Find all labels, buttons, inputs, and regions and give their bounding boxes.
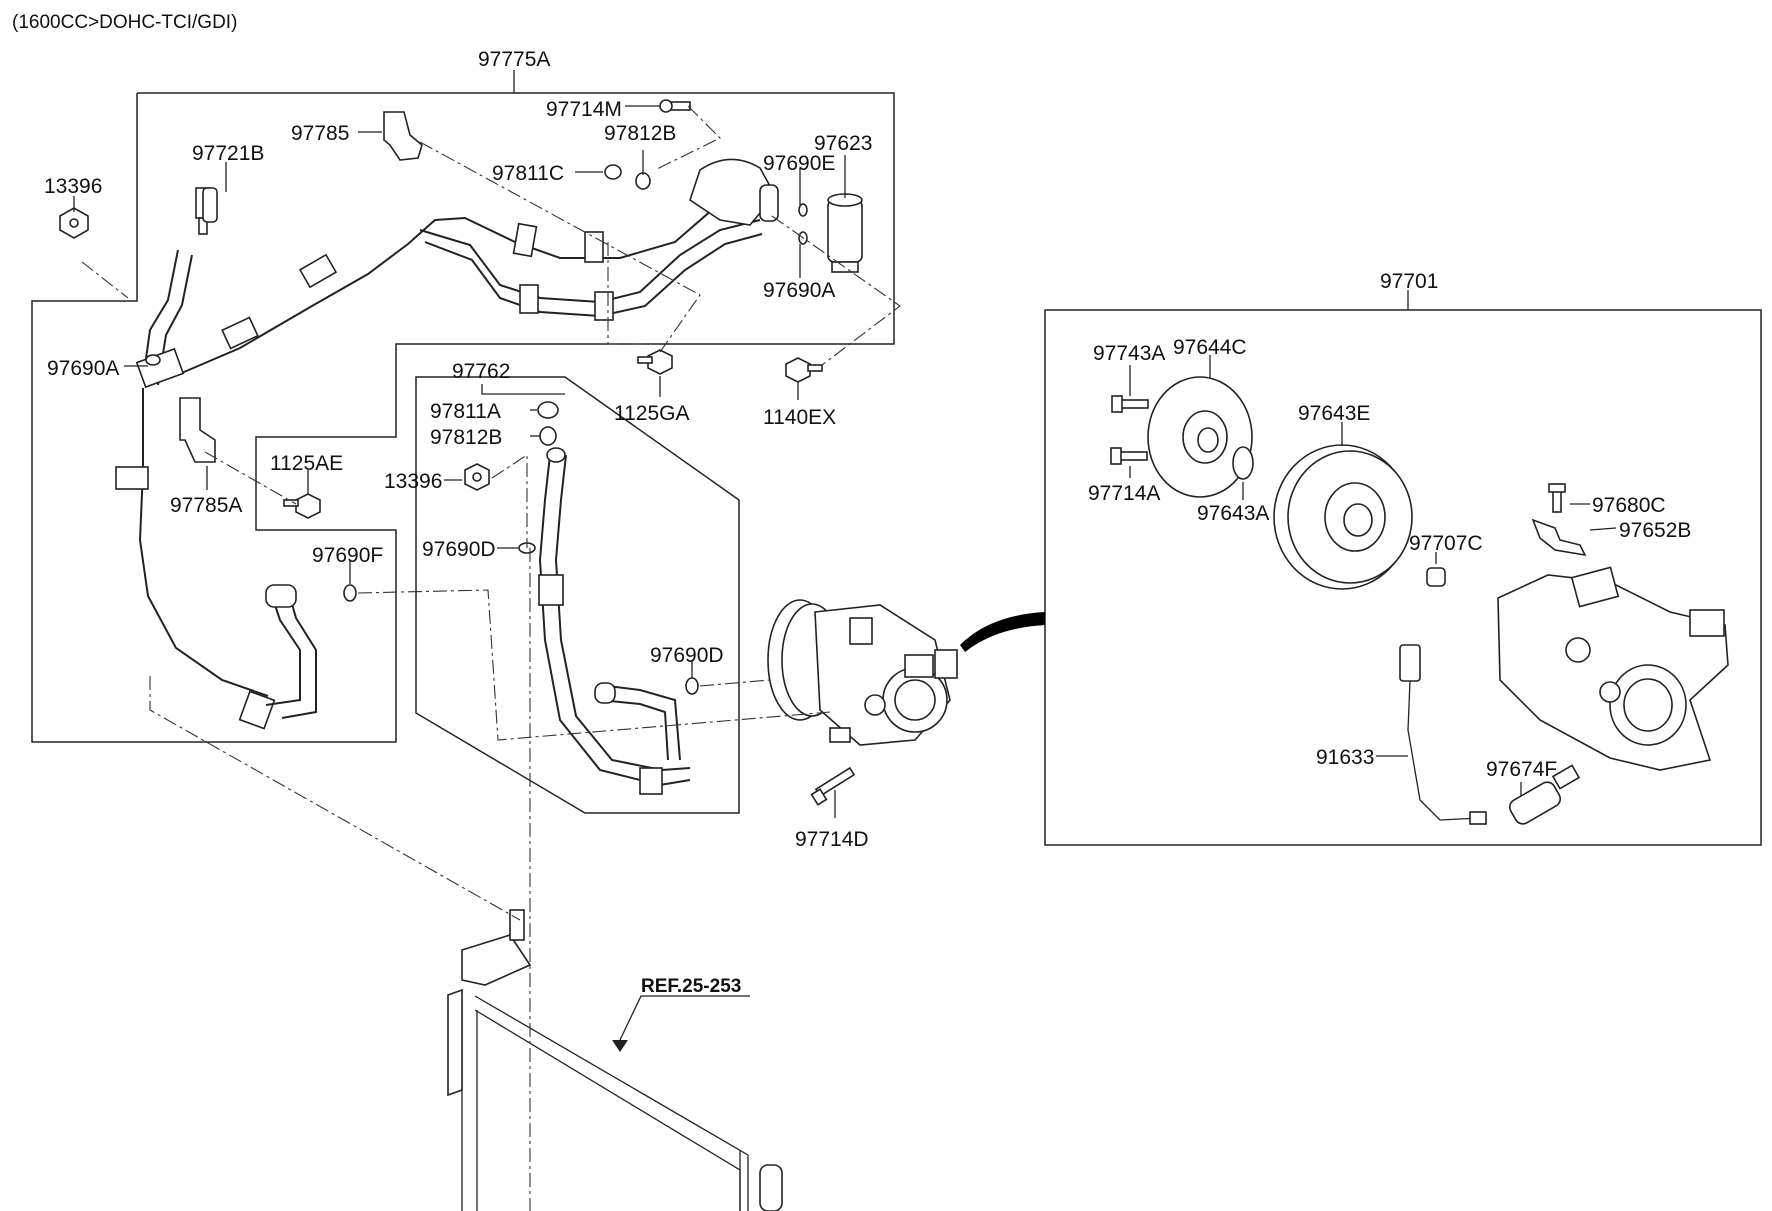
bolt-97743A <box>1111 395 1149 413</box>
label-97644C: 97644C <box>1173 336 1247 359</box>
sensor-97721B <box>202 187 218 223</box>
label-97690A-left: 97690A <box>47 357 119 380</box>
bushing-97707C <box>1426 567 1446 587</box>
bolt-97714M <box>659 99 691 113</box>
bolt-97680C <box>1548 483 1566 513</box>
washer-97812B-top <box>635 172 651 190</box>
label-97775A: 97775A <box>478 48 550 71</box>
bolt-97714D <box>810 766 856 806</box>
label-1140EX: 1140EX <box>763 406 836 429</box>
label-97714D: 97714D <box>795 828 869 851</box>
condenser <box>447 909 783 1211</box>
label-97812B-mid: 97812B <box>430 426 502 449</box>
leader-97762 <box>481 384 565 395</box>
bolt-97714A <box>1110 447 1148 465</box>
nut-13396-mid <box>464 463 490 491</box>
ref-arrowhead <box>612 1040 628 1052</box>
pressure-switch-97623 <box>827 193 863 273</box>
label-97785: 97785 <box>291 122 349 145</box>
sensor-harness-91633 <box>1399 644 1487 825</box>
label-97785A: 97785A <box>170 494 242 517</box>
ref-leader <box>619 995 750 1041</box>
oring-97811C <box>604 164 622 180</box>
bracket-97652B <box>1531 518 1587 557</box>
label-97643A: 97643A <box>1197 502 1269 525</box>
label-97811C: 97811C <box>492 162 564 185</box>
oring-97690E <box>798 203 808 217</box>
label-97643E: 97643E <box>1298 402 1370 425</box>
label-97690D-upper: 97690D <box>422 538 496 561</box>
bolt-1125GA <box>637 349 673 375</box>
pulley-97643E <box>1273 444 1413 590</box>
sensor-97674F <box>1508 764 1581 825</box>
compressor-assembly <box>767 599 958 746</box>
label-97690F: 97690F <box>312 544 383 567</box>
label-97811A: 97811A <box>430 400 501 423</box>
oring-97690A-left <box>145 354 161 366</box>
box-97762 <box>415 376 740 814</box>
label-97690D-lower: 97690D <box>650 644 724 667</box>
label-1125AE: 1125AE <box>270 452 343 475</box>
label-97762: 97762 <box>452 360 510 383</box>
callout-arrow <box>960 612 1045 652</box>
oring-97690F <box>343 584 357 602</box>
clamp-97785 <box>383 111 423 161</box>
label-97690A-right: 97690A <box>763 279 835 302</box>
bracket-97785A <box>179 397 216 463</box>
label-97714A: 97714A <box>1088 482 1160 505</box>
washer-97812B-mid <box>539 426 557 446</box>
label-1125GA: 1125GA <box>614 402 690 425</box>
label-97812B-top: 97812B <box>604 122 676 145</box>
label-97674F: 97674F <box>1486 758 1557 781</box>
label-97743A: 97743A <box>1093 342 1165 365</box>
label-97707C: 97707C <box>1409 532 1483 555</box>
clutch-plate-97644C <box>1147 376 1253 498</box>
label-97680C: 97680C <box>1592 494 1666 517</box>
label-97714M: 97714M <box>546 98 622 121</box>
oring-97811A <box>537 401 559 419</box>
label-13396-mid: 13396 <box>384 470 442 493</box>
center-lines <box>81 105 901 1211</box>
label-91633: 91633 <box>1316 746 1374 769</box>
discharge-hose-left <box>111 187 317 730</box>
liquid-hose-97762 <box>538 447 691 795</box>
label-97623: 97623 <box>814 132 872 155</box>
suction-hose-97775A <box>155 158 779 379</box>
nut-13396-left <box>59 207 89 239</box>
label-leaders <box>73 105 1617 818</box>
oring-97690D-lower <box>685 677 699 695</box>
bolt-1140EX <box>785 357 823 383</box>
label-97701: 97701 <box>1380 270 1438 293</box>
bolt-1125AE <box>283 493 321 519</box>
label-13396-left: 13396 <box>44 175 102 198</box>
label-97721B: 97721B <box>192 142 264 165</box>
oring-97643A <box>1232 446 1254 480</box>
box-97701 <box>1044 309 1762 846</box>
engine-spec-header: (1600CC>DOHC-TCI/GDI) <box>12 12 237 33</box>
ref-label: REF.25-253 <box>641 976 741 997</box>
compressor-body-right <box>1497 566 1729 771</box>
label-97690E: 97690E <box>763 152 835 175</box>
label-97652B: 97652B <box>1619 519 1691 542</box>
box-97775A <box>31 92 895 743</box>
